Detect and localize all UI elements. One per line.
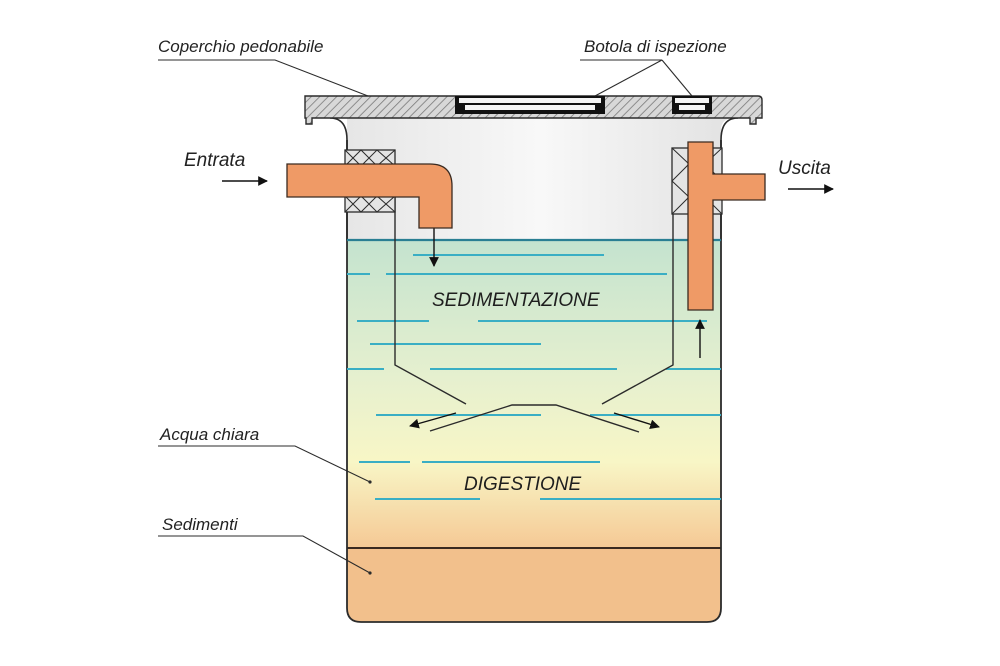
sedimentation-label: SEDIMENTAZIONE [432, 290, 600, 311]
tank-wall [346, 140, 722, 623]
sediments-leader [158, 535, 371, 574]
spread-arrow-left [409, 412, 457, 429]
water-volume [347, 240, 721, 548]
deflector-cone [429, 404, 640, 433]
inlet-pipe [286, 163, 453, 229]
outlet-label: Uscita [778, 158, 831, 179]
outlet-pipe [687, 141, 766, 311]
lid [304, 95, 763, 125]
digestion-label: DIGESTIONE [464, 474, 582, 495]
inlet-gasket [344, 149, 396, 213]
hatch-leader-small [661, 59, 693, 97]
water-lines [347, 254, 721, 500]
baffle-right [601, 168, 674, 405]
lid-label: Coperchio pedonabile [158, 37, 323, 56]
flow-arrows [222, 176, 834, 430]
hatch-leader-main [594, 59, 663, 97]
lid-leader [158, 59, 369, 97]
sediment-layer [347, 548, 721, 622]
baffle-left [394, 168, 467, 405]
clear-water-leader [158, 445, 371, 483]
callouts [158, 59, 693, 574]
sediments-point [368, 571, 372, 575]
baffle [394, 168, 674, 433]
inlet-label: Entrata [184, 150, 245, 171]
clear-water-point [368, 480, 372, 484]
sediments-label: Sedimenti [162, 515, 239, 534]
spread-arrow-right [613, 412, 660, 430]
clear-water-label: Acqua chiara [159, 425, 259, 444]
hatch-label: Botola di ispezione [584, 37, 727, 56]
